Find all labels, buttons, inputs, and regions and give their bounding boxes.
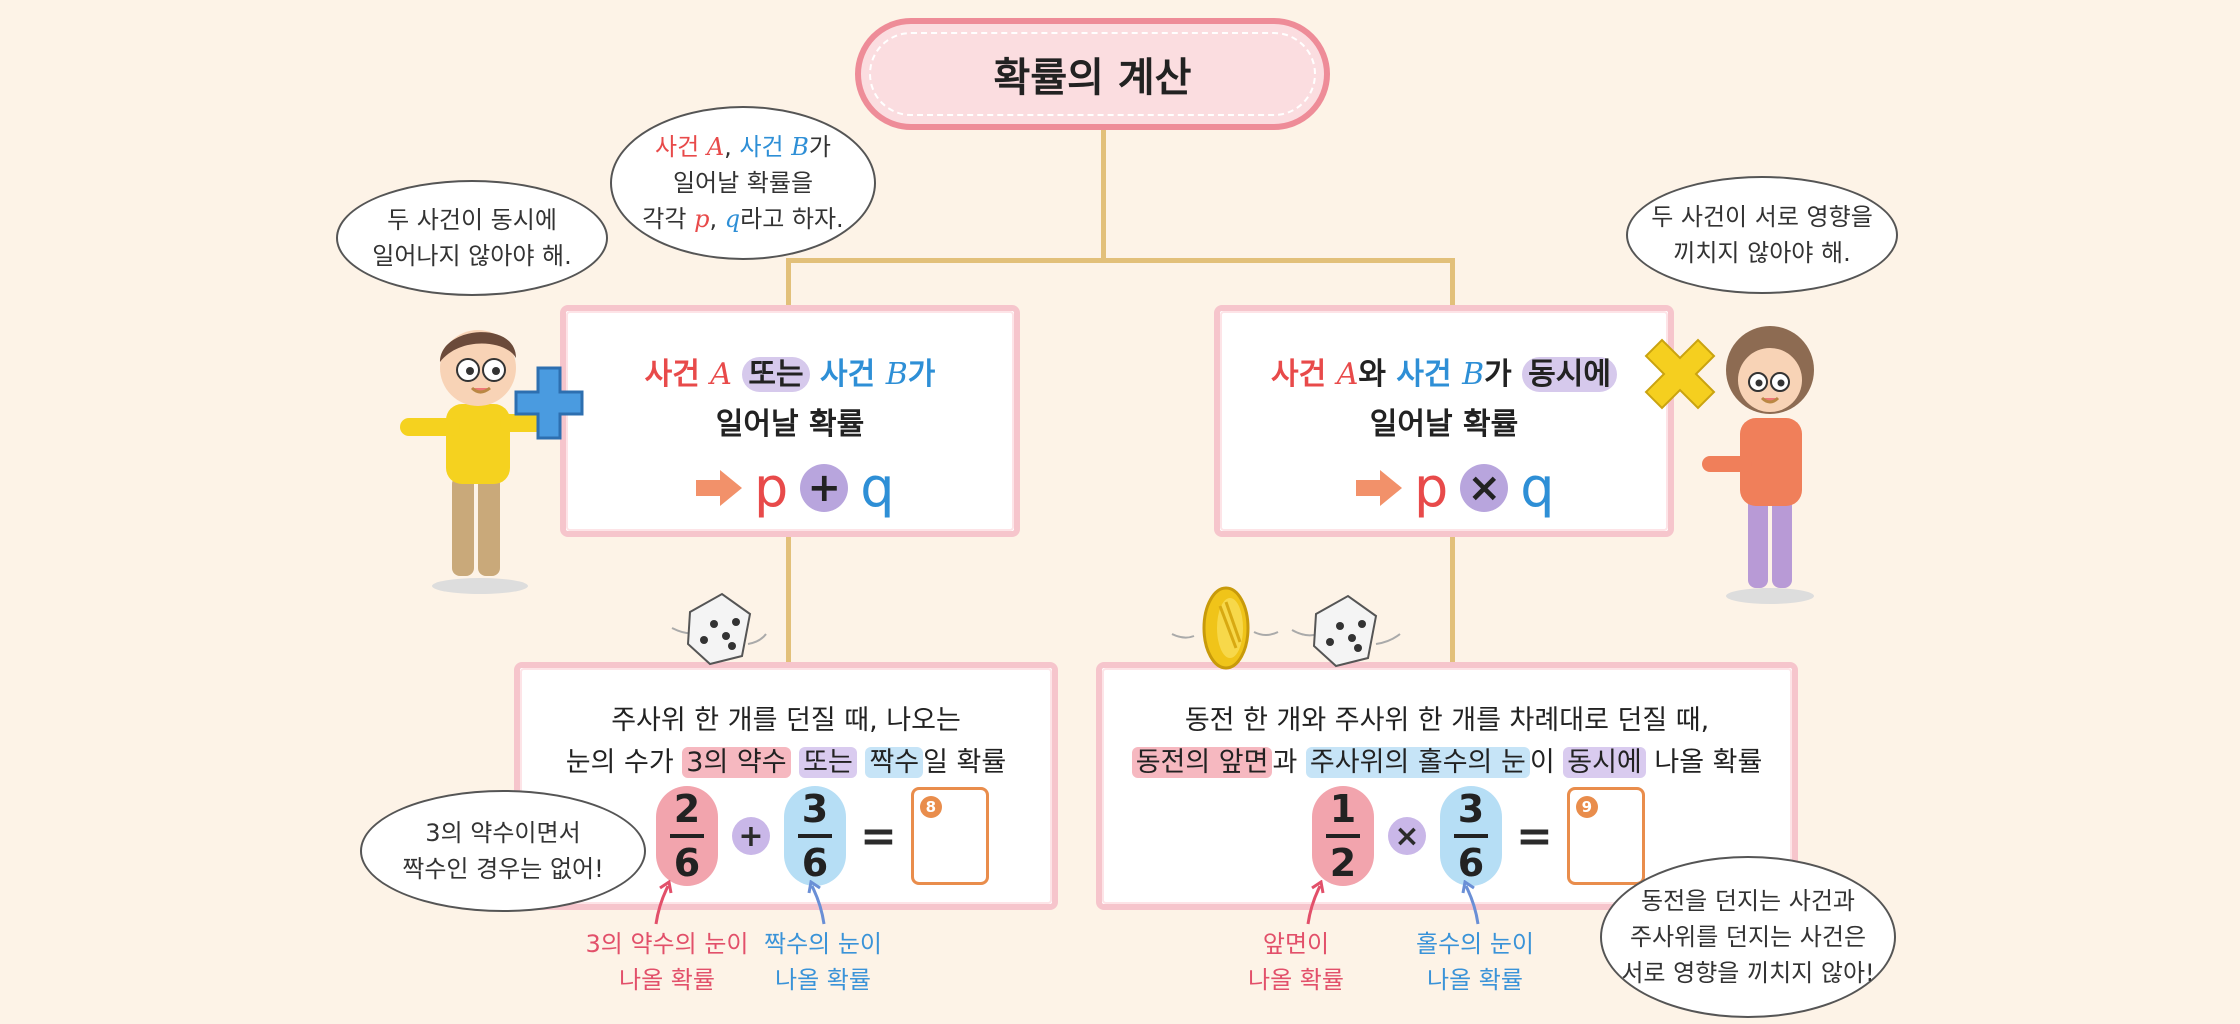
rule-multiplication-box: 사건 A와 사건 B가 동시에 일어날 확률 p × q (1214, 305, 1674, 537)
connector-right-down (1450, 258, 1455, 308)
or-highlight: 또는 (742, 357, 810, 392)
bubble-boy: 두 사건이 동시에 일어나지 않아야 해. (336, 180, 608, 296)
page-title: 확률의 계산 (993, 55, 1192, 101)
connector-horizontal (786, 258, 1454, 263)
die-icon (671, 592, 767, 666)
connector-right-lower (1450, 535, 1455, 667)
bubble-independent: 동전을 던지는 사건과 주사위를 던지는 사건은 서로 영향을 끼치지 않아! (1600, 856, 1896, 1018)
simultaneous-highlight: 동시에 (1522, 357, 1617, 392)
connector-left-lower (786, 535, 791, 667)
answer-number-badge: 8 (919, 796, 942, 818)
connector-title-down (1101, 128, 1106, 260)
plus-operator: + (732, 817, 770, 855)
caption-odd: 홀수의 눈이 나올 확률 (1415, 930, 1535, 994)
bubble-definition: 사건 A, 사건 B가 일어날 확률을 각각 p, q라고 하자. (610, 106, 876, 260)
caption-even: 짝수의 눈이 나올 확률 (763, 930, 883, 994)
coin-icon (1171, 586, 1279, 670)
bubble-girl: 두 사건이 서로 영향을 끼치지 않아야 해. (1626, 176, 1898, 294)
arrow-up-red-icon (1306, 880, 1325, 925)
arrow-right-icon (1356, 469, 1402, 506)
times-operator: × (1388, 817, 1426, 855)
answer-blank-9[interactable]: 9 (1566, 787, 1645, 885)
boy-character-icon (400, 330, 584, 594)
arrow-up-blue-icon (1461, 880, 1480, 925)
plus-operator: + (800, 463, 849, 512)
title-banner: 확률의 계산 (855, 18, 1330, 130)
multiplication-formula: p × q (1356, 456, 1555, 519)
caption-heads: 앞면이 나올 확률 (1248, 930, 1344, 994)
arrow-up-blue-icon (807, 880, 826, 925)
times-operator: × (1460, 463, 1509, 512)
bubble-no-overlap: 3의 약수이면서 짝수인 경우는 없어! (360, 790, 646, 912)
addition-formula: p + q (696, 456, 895, 519)
rule-addition-box: 사건 A 또는 사건 B가 일어날 확률 p + q (560, 305, 1020, 537)
connector-left-down (786, 258, 791, 308)
die-icon (1291, 594, 1401, 668)
arrow-up-red-icon (654, 880, 673, 925)
answer-blank-8[interactable]: 8 (910, 787, 989, 885)
arrow-right-icon (696, 469, 742, 506)
girl-character-icon (1644, 326, 1814, 604)
caption-divisor-of-3: 3의 약수의 눈이 나올 확률 (585, 930, 749, 994)
answer-number-badge: 9 (1575, 796, 1598, 818)
